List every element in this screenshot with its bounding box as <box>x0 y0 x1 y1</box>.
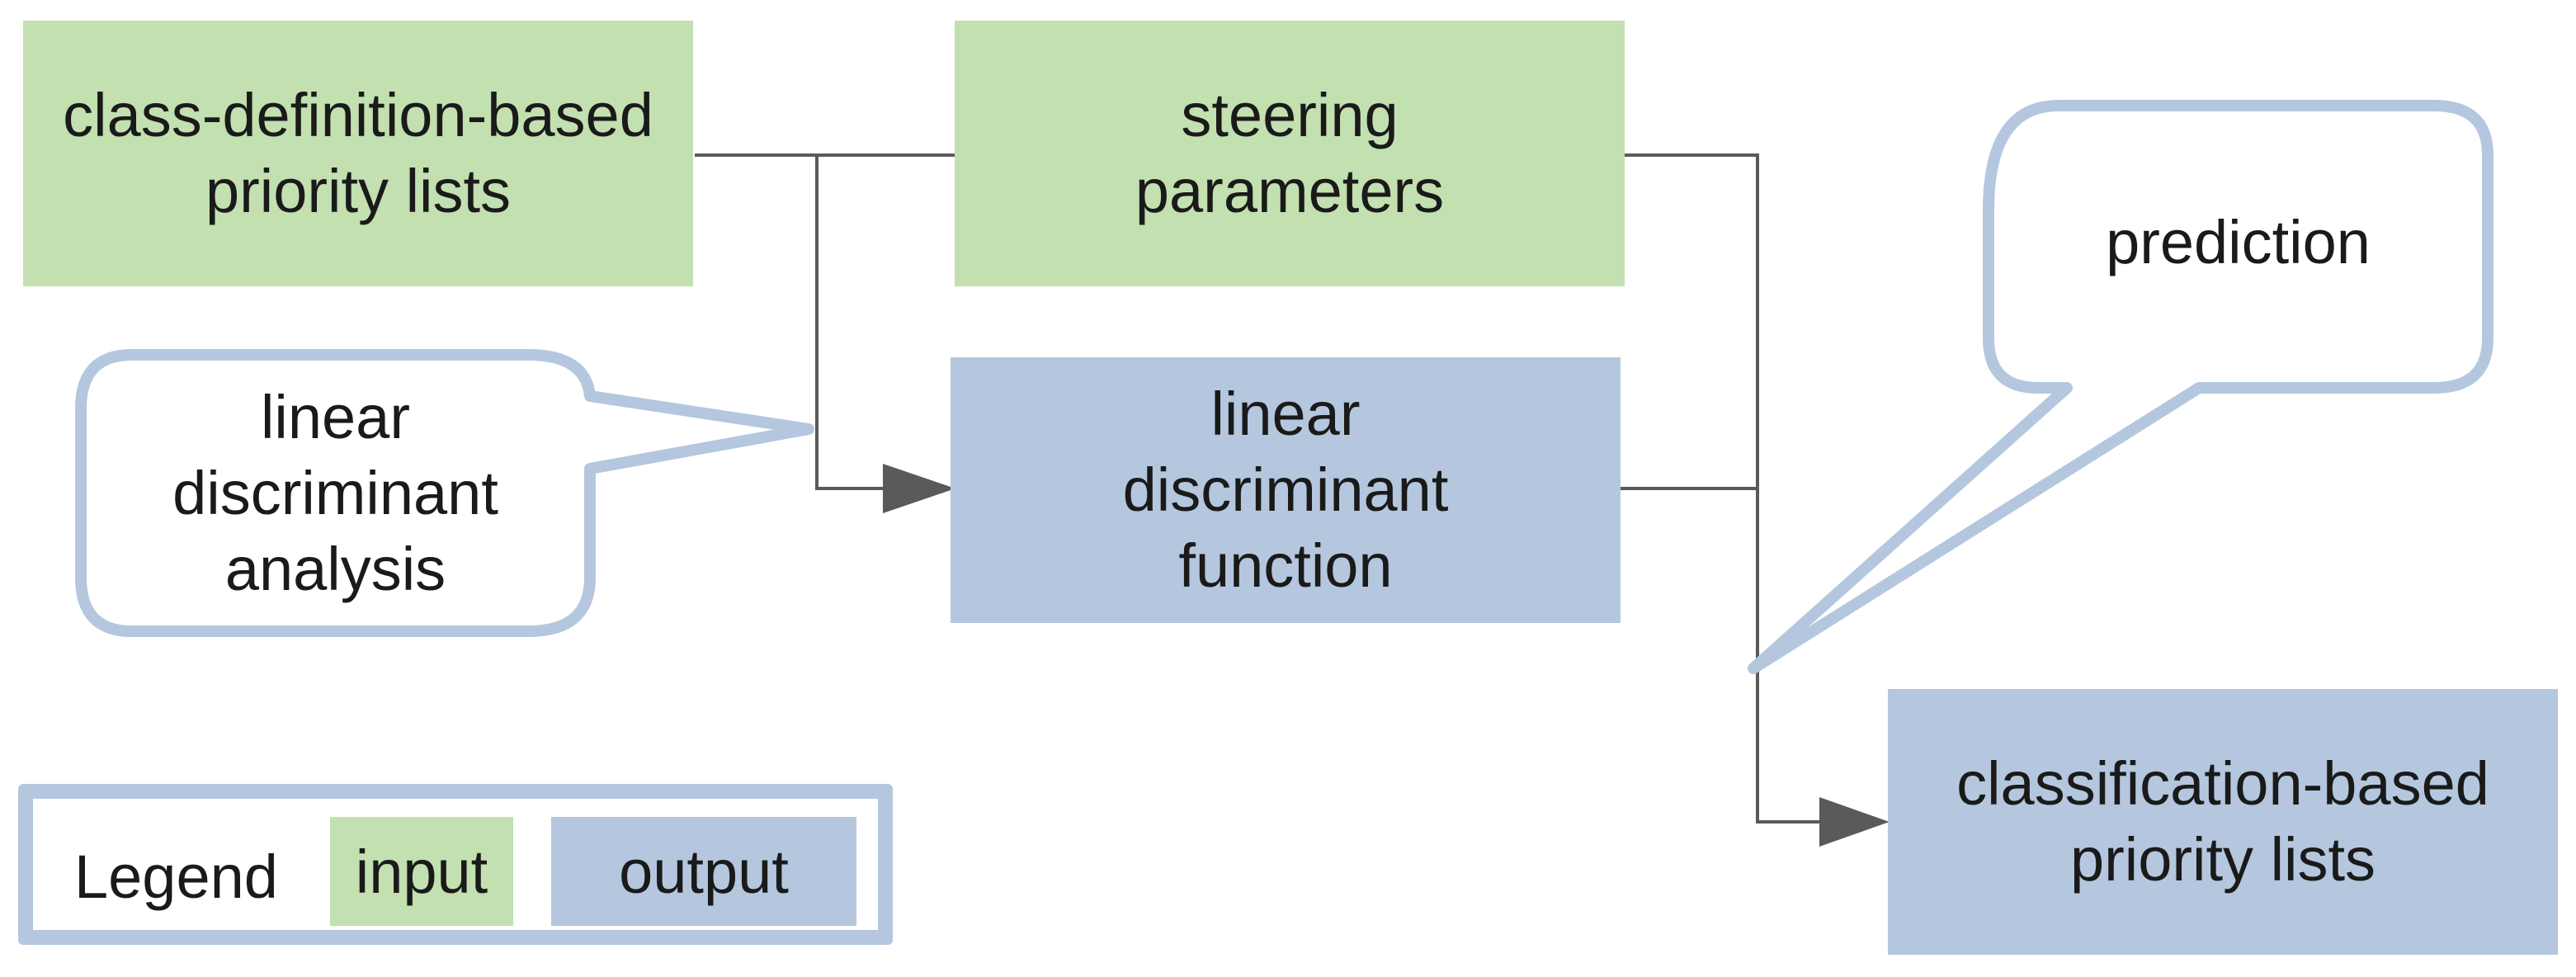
callout-prediction-bubble <box>1748 100 2493 674</box>
callout-lda-label: linear discriminant analysis <box>172 382 498 603</box>
legend-input-chip: input <box>330 817 513 926</box>
node-classification-label: classification-based priority lists <box>1956 749 2489 894</box>
legend <box>18 784 893 945</box>
edge-steering-to-classification <box>1621 153 1819 824</box>
callout-lda: linear discriminant analysis <box>81 355 590 631</box>
node-class-definition-priority-lists: class-definition-based priority lists <box>23 21 693 286</box>
edge-class-definition-to-ldf <box>695 153 957 490</box>
node-steering-parameters: steering parameters <box>955 21 1625 286</box>
callout-lda-bubble <box>75 349 814 637</box>
arrowhead-ldf <box>883 464 955 513</box>
legend-output-chip: output <box>551 817 856 926</box>
legend-title: Legend <box>74 842 278 911</box>
node-classification-priority-lists: classification-based priority lists <box>1888 689 2558 955</box>
callout-prediction: prediction <box>1989 106 2488 388</box>
arrowhead-classification <box>1819 797 1890 847</box>
node-linear-discriminant-function: linear discriminant function <box>951 357 1621 623</box>
node-steering-label: steering parameters <box>1135 81 1445 225</box>
node-class-definition-label: class-definition-based priority lists <box>63 81 653 225</box>
callout-prediction-label: prediction <box>2106 208 2371 276</box>
node-ldf-label: linear discriminant function <box>1122 380 1449 600</box>
